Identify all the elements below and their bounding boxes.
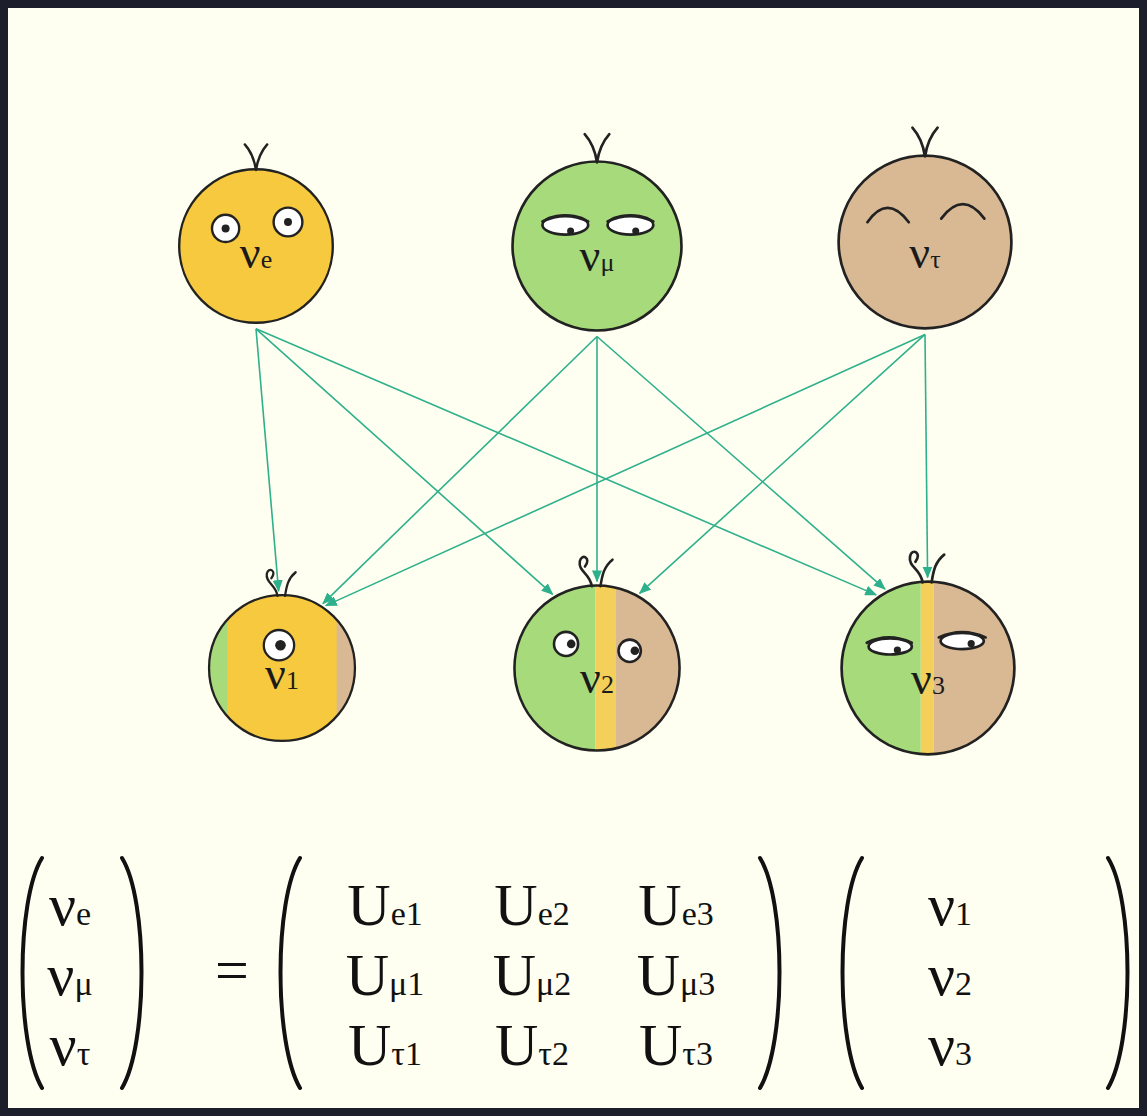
- equation-symbol: Uτ3: [639, 1015, 713, 1075]
- mixing-arrow: [326, 334, 925, 605]
- equation-symbol: ν2: [928, 945, 972, 1005]
- equation-symbol: Uμ2: [493, 945, 572, 1005]
- mixing-arrow: [925, 334, 928, 577]
- right-paren: [760, 858, 780, 1088]
- neutrino-symbol: ν3: [838, 656, 1018, 702]
- right-paren: [1108, 858, 1128, 1088]
- equation-symbol: Uμ3: [637, 945, 716, 1005]
- mixing-arrow: [596, 336, 598, 581]
- mixing-arrow: [640, 334, 925, 593]
- equation-symbol: Uτ2: [495, 1015, 569, 1075]
- equation-symbol: Uτ1: [348, 1015, 422, 1075]
- neutrino-symbol: ντ: [835, 230, 1015, 276]
- mixing-arrow: [256, 329, 876, 595]
- neutrino-symbol: νe: [176, 230, 336, 276]
- equation-symbol: ν1: [928, 875, 972, 935]
- neutrino-symbol: νμ: [509, 233, 685, 279]
- neutrino-face: ν3: [838, 578, 1018, 758]
- neutrino-face: νe: [176, 166, 336, 326]
- equation-symbol: Ue3: [638, 875, 713, 935]
- neutrino-face: ντ: [835, 152, 1015, 332]
- left-paren: [23, 858, 43, 1088]
- mixing-arrow: [323, 336, 597, 603]
- equation-symbol: Uμ1: [346, 945, 425, 1005]
- equation-symbol: ν3: [928, 1015, 972, 1075]
- mixing-arrow: [256, 329, 553, 595]
- left-paren: [843, 858, 863, 1088]
- equation-symbol: νμ: [47, 945, 92, 1005]
- neutrino-symbol: ν2: [511, 655, 683, 701]
- neutrino-symbol: ν1: [206, 651, 358, 697]
- equation-symbol: Ue2: [494, 875, 569, 935]
- mixing-arrow: [256, 329, 279, 591]
- neutrino-face: ν1: [206, 592, 358, 744]
- neutrino-face: νμ: [509, 158, 685, 334]
- neutrino-face: ν2: [511, 582, 683, 754]
- right-paren: [122, 858, 142, 1088]
- equation-symbol: ντ: [50, 1015, 91, 1075]
- equation-symbol: νe: [49, 875, 91, 935]
- left-paren: [281, 858, 301, 1088]
- equation-symbol: Ue1: [347, 875, 422, 935]
- equation-symbol: =: [215, 940, 249, 1000]
